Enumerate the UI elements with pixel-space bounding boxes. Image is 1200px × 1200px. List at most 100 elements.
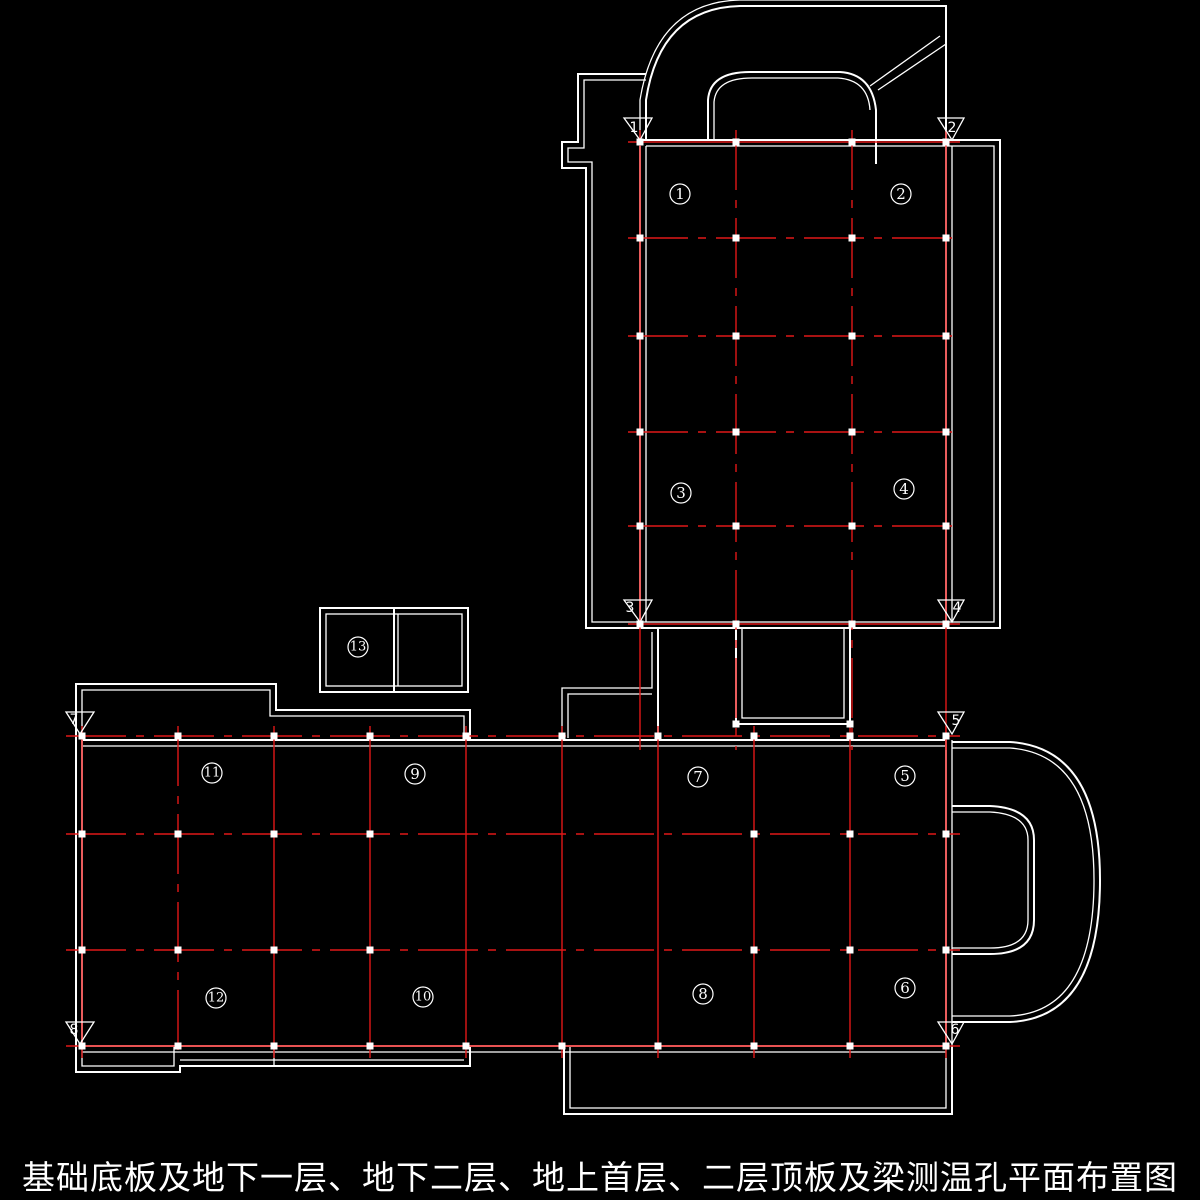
column-node bbox=[174, 732, 182, 740]
column-node bbox=[848, 234, 856, 242]
column-node bbox=[942, 428, 950, 436]
column-node bbox=[846, 1042, 854, 1050]
column-node bbox=[78, 946, 86, 954]
hole-marker-12: 12 bbox=[205, 987, 227, 1009]
column-node bbox=[270, 946, 278, 954]
column-node bbox=[462, 732, 470, 740]
hole-marker-2: 2 bbox=[890, 183, 912, 205]
survey-point-4: 4 bbox=[936, 599, 966, 624]
column-node bbox=[636, 620, 644, 628]
column-node bbox=[732, 428, 740, 436]
svg-text:6: 6 bbox=[900, 979, 910, 997]
column-node bbox=[848, 332, 856, 340]
column-node bbox=[366, 830, 374, 838]
hole-marker-1: 1 bbox=[669, 183, 691, 205]
floor-plan-drawing: 1 2 3 4 5 6 7 8 9 10 11 12 13 1 2 3 4 5 … bbox=[64, 0, 1102, 1115]
column-node bbox=[732, 522, 740, 530]
column-node bbox=[750, 946, 758, 954]
column-node bbox=[174, 830, 182, 838]
svg-text:1: 1 bbox=[675, 185, 685, 203]
survey-point-1: 1 bbox=[622, 117, 654, 142]
hole-marker-4: 4 bbox=[893, 478, 915, 500]
column-node bbox=[942, 234, 950, 242]
survey-point-8: 8 bbox=[64, 1021, 96, 1046]
column-node bbox=[942, 620, 950, 628]
hole-marker-11: 11 bbox=[201, 762, 223, 784]
svg-text:3: 3 bbox=[676, 484, 686, 502]
column-node bbox=[654, 1042, 662, 1050]
svg-text:4: 4 bbox=[953, 600, 962, 616]
column-node bbox=[846, 732, 854, 740]
column-node bbox=[174, 946, 182, 954]
column-nodes bbox=[78, 138, 950, 1050]
column-node bbox=[942, 732, 950, 740]
column-node bbox=[636, 138, 644, 146]
column-node bbox=[732, 234, 740, 242]
column-node bbox=[846, 946, 854, 954]
column-node bbox=[366, 1042, 374, 1050]
column-node bbox=[848, 620, 856, 628]
hole-marker-9: 9 bbox=[404, 763, 426, 785]
survey-point-2: 2 bbox=[936, 117, 966, 142]
svg-text:5: 5 bbox=[952, 713, 961, 729]
column-node bbox=[78, 830, 86, 838]
svg-text:5: 5 bbox=[900, 767, 910, 785]
survey-point-7: 7 bbox=[64, 711, 96, 736]
column-node bbox=[846, 830, 854, 838]
svg-text:8: 8 bbox=[698, 985, 708, 1003]
drawing-caption: 基础底板及地下一层、地下二层、地上首层、二层顶板及梁测温孔平面布置图 bbox=[22, 1158, 1178, 1197]
svg-text:3: 3 bbox=[626, 600, 635, 616]
column-node bbox=[942, 138, 950, 146]
column-node bbox=[848, 522, 856, 530]
svg-text:7: 7 bbox=[693, 768, 703, 786]
column-node bbox=[732, 138, 740, 146]
column-node bbox=[654, 732, 662, 740]
column-node bbox=[270, 732, 278, 740]
column-node bbox=[942, 332, 950, 340]
svg-text:1: 1 bbox=[630, 120, 639, 136]
column-node bbox=[848, 138, 856, 146]
svg-text:10: 10 bbox=[415, 990, 432, 1005]
column-node bbox=[732, 332, 740, 340]
column-node bbox=[636, 234, 644, 242]
column-node bbox=[848, 428, 856, 436]
column-node bbox=[636, 428, 644, 436]
axis-grid bbox=[66, 130, 960, 1058]
column-node bbox=[174, 1042, 182, 1050]
hole-marker-6: 6 bbox=[894, 977, 916, 999]
hole-marker-7: 7 bbox=[687, 766, 709, 788]
column-node bbox=[750, 732, 758, 740]
column-node bbox=[942, 522, 950, 530]
column-node bbox=[942, 1042, 950, 1050]
column-node bbox=[846, 720, 854, 728]
column-node bbox=[636, 332, 644, 340]
svg-text:12: 12 bbox=[208, 991, 225, 1006]
column-node bbox=[78, 1042, 86, 1050]
column-node bbox=[270, 1042, 278, 1050]
hole-marker-10: 10 bbox=[412, 986, 434, 1008]
svg-text:6: 6 bbox=[951, 1022, 960, 1038]
svg-text:7: 7 bbox=[70, 712, 79, 728]
column-node bbox=[732, 720, 740, 728]
column-node bbox=[558, 732, 566, 740]
column-node bbox=[366, 732, 374, 740]
hole-marker-3: 3 bbox=[670, 482, 692, 504]
hole-marker-13: 13 bbox=[347, 636, 369, 658]
svg-text:9: 9 bbox=[410, 765, 420, 783]
column-node bbox=[558, 1042, 566, 1050]
hole-marker-5: 5 bbox=[894, 765, 916, 787]
temperature-holes: 1 2 3 4 5 6 7 8 9 10 11 12 13 bbox=[201, 183, 916, 1009]
survey-points: 1 2 3 4 5 6 7 8 bbox=[64, 117, 966, 1046]
hole-marker-8: 8 bbox=[692, 983, 714, 1005]
column-node bbox=[942, 830, 950, 838]
svg-text:11: 11 bbox=[204, 766, 221, 781]
svg-text:4: 4 bbox=[899, 480, 909, 498]
column-node bbox=[366, 946, 374, 954]
svg-text:8: 8 bbox=[70, 1022, 79, 1038]
svg-text:13: 13 bbox=[350, 640, 367, 655]
svg-text:2: 2 bbox=[896, 185, 906, 203]
column-node bbox=[732, 620, 740, 628]
survey-point-6: 6 bbox=[936, 1021, 966, 1046]
column-node bbox=[750, 1042, 758, 1050]
column-node bbox=[750, 830, 758, 838]
